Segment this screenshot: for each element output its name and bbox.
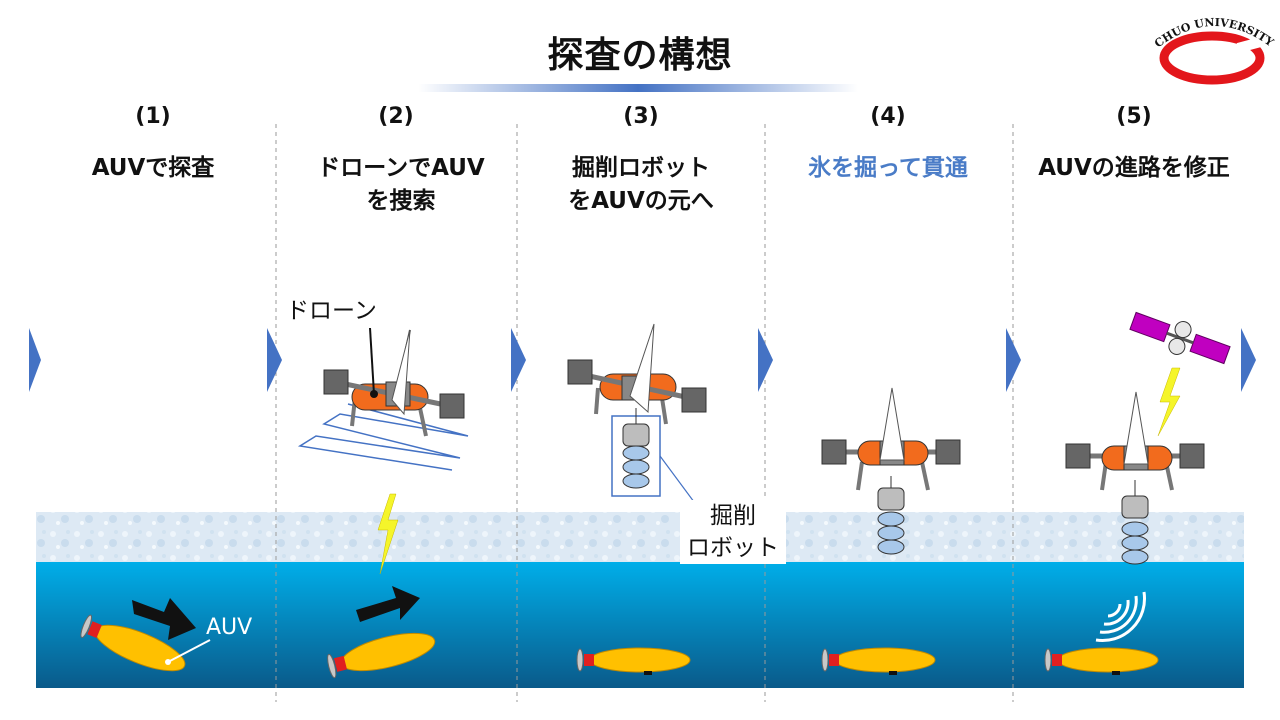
motion-arrow-1 [132, 598, 196, 640]
university-logo [1159, 31, 1270, 85]
step-1-number: (1) [135, 104, 171, 129]
search-path [297, 403, 469, 471]
page-title: 探査の構想 [547, 35, 733, 76]
logo-text: CHUO UNIVERSITY [1152, 16, 1276, 50]
step-4-label: 氷を掘って貫通 [808, 155, 968, 181]
auv-1 [80, 614, 186, 672]
auv-4 [821, 647, 936, 675]
ice-layer [36, 512, 1244, 562]
signal-waves [1095, 591, 1146, 642]
step-2-number: (2) [378, 104, 414, 129]
auv-callout: AUV [206, 615, 253, 640]
drone-callout: ドローン [286, 298, 377, 324]
title-underline [418, 84, 858, 92]
auv-2 [327, 632, 436, 679]
satellite [1129, 311, 1231, 365]
step-5-number: (5) [1116, 104, 1152, 129]
column-dividers [275, 124, 1014, 702]
drone-2 [297, 327, 469, 471]
step-5-label: AUVの進路を修正 [1038, 155, 1230, 181]
auv-pointer [167, 639, 211, 663]
drone-4 [821, 387, 961, 555]
lightning-2 [377, 493, 399, 575]
step-1-label: AUVで探査 [91, 155, 215, 181]
auv-3 [576, 647, 691, 675]
auv-5 [1044, 647, 1159, 675]
robot-callout: 掘削 ロボット [680, 500, 786, 564]
lightning-5 [1157, 367, 1181, 437]
motion-arrow-2 [356, 586, 420, 622]
step-arrows [29, 328, 1256, 392]
step-3-label: 掘削ロボット をAUVの元へ [568, 155, 714, 214]
step-2-label: ドローンでAUV を捜索 [317, 155, 485, 214]
drone-3 [567, 323, 707, 511]
step-3-number: (3) [623, 104, 659, 129]
drone-5 [1065, 391, 1205, 565]
step-4-number: (4) [870, 104, 906, 129]
